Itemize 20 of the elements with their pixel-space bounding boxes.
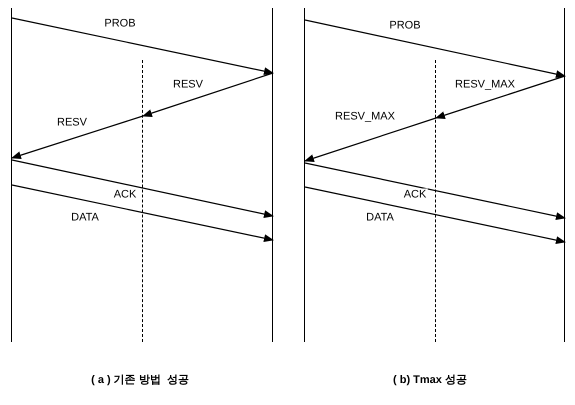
lifeline (272, 8, 273, 342)
message-arrow (11, 115, 144, 160)
dashed-lifeline (435, 60, 436, 342)
lifeline (564, 8, 565, 342)
edge-label: RESV_MAX (334, 110, 396, 124)
message-arrow (12, 184, 274, 242)
dashed-lifeline (142, 60, 143, 342)
panel-caption: ( a ) 기존 방법 성공 (91, 373, 189, 387)
message-arrow (12, 17, 274, 76)
message-arrow (435, 75, 566, 120)
message-arrow (142, 72, 274, 117)
message-arrow (304, 186, 566, 244)
edge-label: RESV_MAX (454, 78, 516, 92)
lifeline (304, 8, 305, 342)
lifeline (11, 8, 12, 342)
message-arrow (304, 19, 566, 78)
panel-caption: ( b) Tmax 성공 (393, 373, 467, 387)
message-arrow (12, 159, 274, 218)
message-arrow (304, 162, 566, 220)
message-arrow (304, 117, 436, 162)
